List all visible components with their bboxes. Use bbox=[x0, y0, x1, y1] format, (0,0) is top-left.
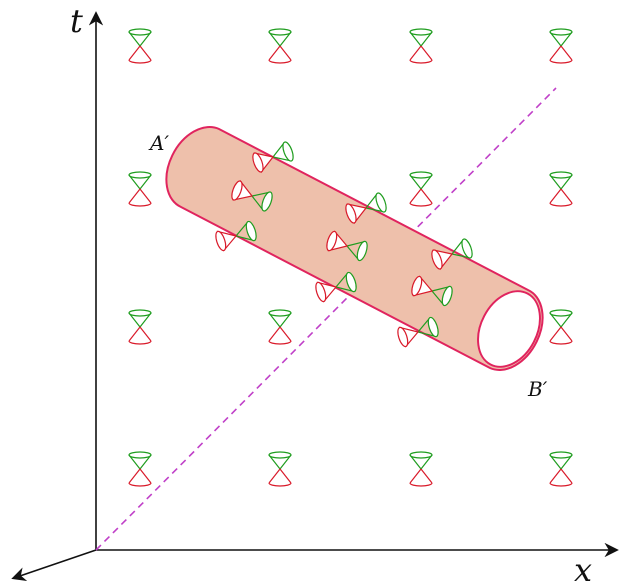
depth-axis bbox=[11, 549, 97, 582]
light-cone bbox=[128, 28, 152, 64]
light-cone bbox=[268, 309, 292, 345]
tube-end-cap bbox=[477, 290, 541, 368]
light-cone bbox=[128, 309, 152, 345]
light-cone bbox=[549, 171, 573, 207]
tube-body bbox=[165, 126, 544, 371]
axes bbox=[11, 11, 619, 582]
diagonal-dashed-line bbox=[95, 87, 557, 551]
t-axis-label: t bbox=[70, 2, 83, 40]
light-cone bbox=[128, 451, 152, 487]
light-cone bbox=[409, 28, 433, 64]
tube-end-label: B′ bbox=[527, 377, 548, 401]
light-cone bbox=[409, 451, 433, 487]
light-cone bbox=[409, 171, 433, 207]
light-cone bbox=[268, 28, 292, 64]
light-cone bbox=[549, 451, 573, 487]
x-axis-label: x bbox=[574, 551, 592, 587]
light-cone bbox=[549, 309, 573, 345]
light-cone bbox=[128, 171, 152, 207]
tube-start-label: A′ bbox=[148, 131, 169, 155]
light-cone bbox=[268, 451, 292, 487]
light-cone bbox=[549, 28, 573, 64]
tube bbox=[165, 126, 544, 371]
